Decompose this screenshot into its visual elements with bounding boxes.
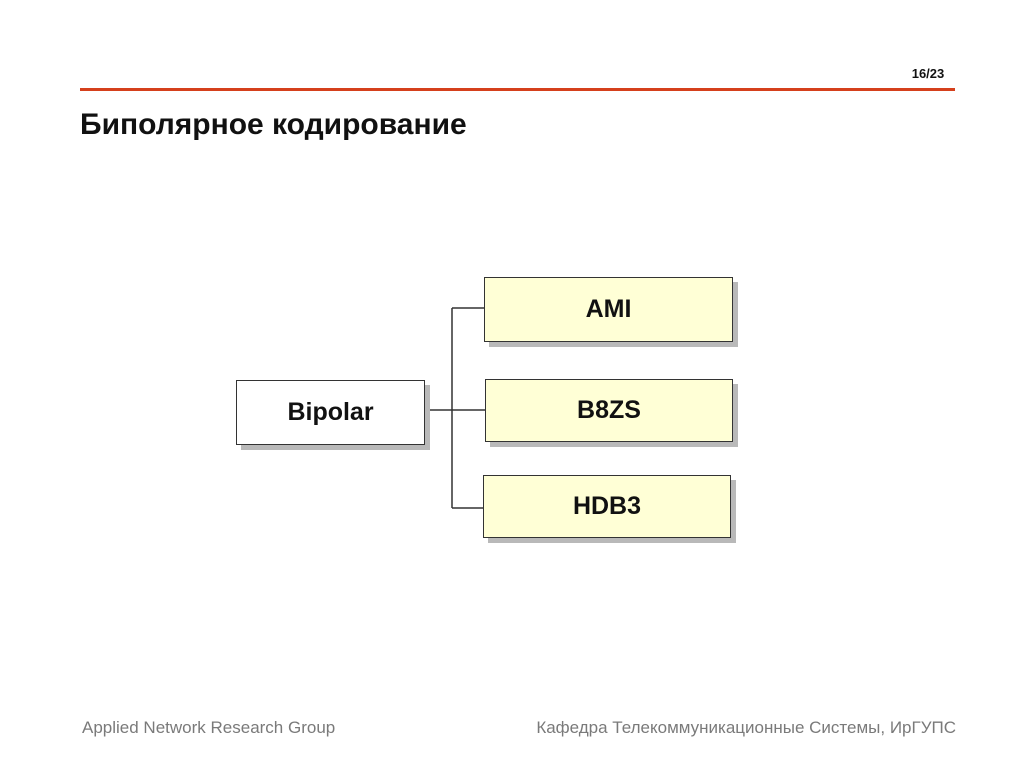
footer-research-group: Applied Network Research Group [82,718,336,737]
header-rule [80,88,955,91]
footer-department: Кафедра Телекоммуникационные Системы, Ир… [536,718,956,737]
ami-node: AMI [484,277,733,342]
hdb3-node: HDB3 [483,475,731,538]
slide-title: Биполярное кодирование [80,108,467,141]
bipolar-node: Bipolar [236,380,425,445]
b8zs-node: B8ZS [485,379,733,442]
page-number: 16/23 [911,66,945,81]
